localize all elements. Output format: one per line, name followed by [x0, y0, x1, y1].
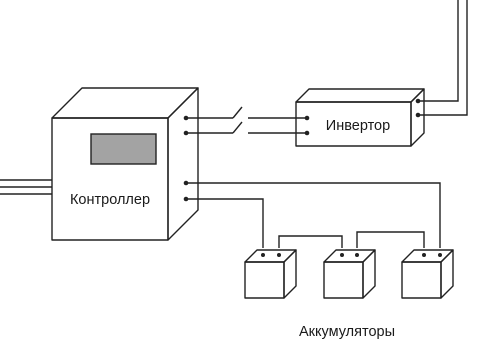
battery-2 — [323, 249, 376, 299]
input-lines — [0, 179, 52, 195]
batteries-label: Аккумуляторы — [299, 324, 395, 340]
battery-3 — [401, 249, 454, 299]
controller-display — [90, 133, 157, 165]
battery-wires — [186, 182, 441, 248]
controller-terminals — [183, 115, 189, 202]
inverter-wires — [186, 106, 307, 134]
battery-1 — [244, 249, 297, 299]
output-wires — [418, 0, 468, 116]
controller-label: Контроллер — [70, 192, 150, 208]
inverter-box: Инвертор — [295, 88, 425, 147]
controller-box: Контроллер — [51, 87, 199, 241]
inverter-label: Инвертор — [326, 118, 390, 134]
